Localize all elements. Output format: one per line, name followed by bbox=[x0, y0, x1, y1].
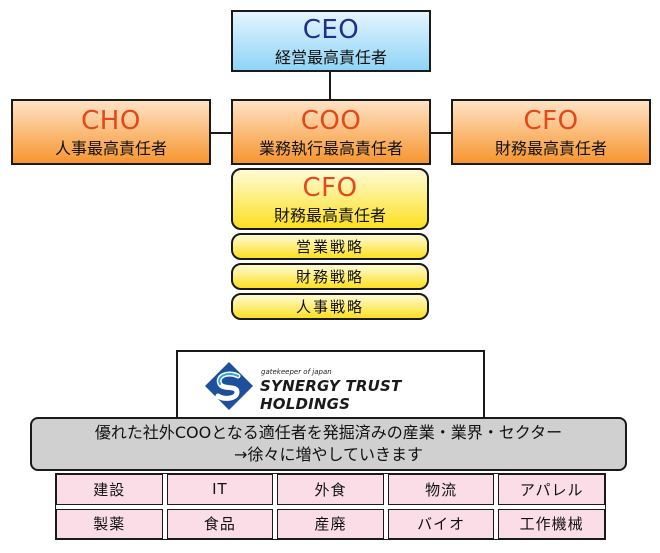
industry-cell: バイオ bbox=[387, 508, 495, 539]
cfo-right-title: 財務最高責任者 bbox=[494, 139, 607, 158]
industry-cell: アパレル bbox=[498, 474, 605, 505]
industry-cell: 外食 bbox=[277, 474, 384, 505]
ceo-box: CEO 経営最高責任者 bbox=[231, 10, 431, 72]
coo-title: 業務執行最高責任者 bbox=[258, 139, 403, 158]
cho-code: CHO bbox=[81, 105, 141, 136]
connector-coo-cfo bbox=[429, 132, 451, 134]
cfo-center-box: CFO 財務最高責任者 bbox=[231, 168, 429, 230]
industry-cell: 建設 bbox=[56, 474, 163, 505]
industry-grid: 建設 IT 外食 物流 アパレル 製薬 食品 産廃 バイオ 工作機械 bbox=[55, 473, 606, 540]
banner-line-1: 優れた社外COOとなる適任者を発掘済みの産業・業界・セクター bbox=[94, 423, 563, 443]
synergy-logo-icon bbox=[205, 362, 253, 410]
cfo-center-title: 財務最高責任者 bbox=[273, 206, 386, 225]
strategy-hr: 人事戦略 bbox=[231, 293, 429, 320]
coo-code: COO bbox=[300, 105, 362, 136]
logo-tagline: gatekeeper of japan bbox=[261, 368, 332, 376]
industry-cell: 産廃 bbox=[277, 508, 384, 539]
cho-title: 人事最高責任者 bbox=[54, 139, 167, 158]
industry-cell: 工作機械 bbox=[498, 508, 605, 539]
company-logo-box: gatekeeper of japan SYNERGY TRUST HOLDIN… bbox=[176, 350, 485, 420]
ceo-title: 経営最高責任者 bbox=[274, 48, 387, 67]
logo-company-name: SYNERGY TRUST HOLDINGS bbox=[260, 377, 402, 413]
industry-cell: 食品 bbox=[166, 508, 274, 539]
coo-box: COO 業務執行最高責任者 bbox=[231, 99, 431, 165]
strategy-finance: 財務戦略 bbox=[231, 263, 429, 290]
industry-banner: 優れた社外COOとなる適任者を発掘済みの産業・業界・セクター →徐々に増やしてい… bbox=[30, 417, 627, 471]
industry-cell: IT bbox=[166, 474, 274, 505]
cfo-right-code: CFO bbox=[523, 105, 579, 136]
cfo-center-code: CFO bbox=[302, 172, 358, 203]
industry-cell: 製薬 bbox=[56, 508, 163, 539]
connector-ceo-coo bbox=[329, 70, 331, 100]
cho-box: CHO 人事最高責任者 bbox=[11, 99, 211, 165]
industry-cell: 物流 bbox=[387, 474, 495, 505]
ceo-code: CEO bbox=[302, 14, 360, 45]
banner-line-2: →徐々に増やしていきます bbox=[234, 445, 423, 464]
strategy-sales: 営業戦略 bbox=[231, 233, 429, 260]
cfo-right-box: CFO 財務最高責任者 bbox=[451, 99, 651, 165]
connector-cho-coo bbox=[209, 132, 231, 134]
